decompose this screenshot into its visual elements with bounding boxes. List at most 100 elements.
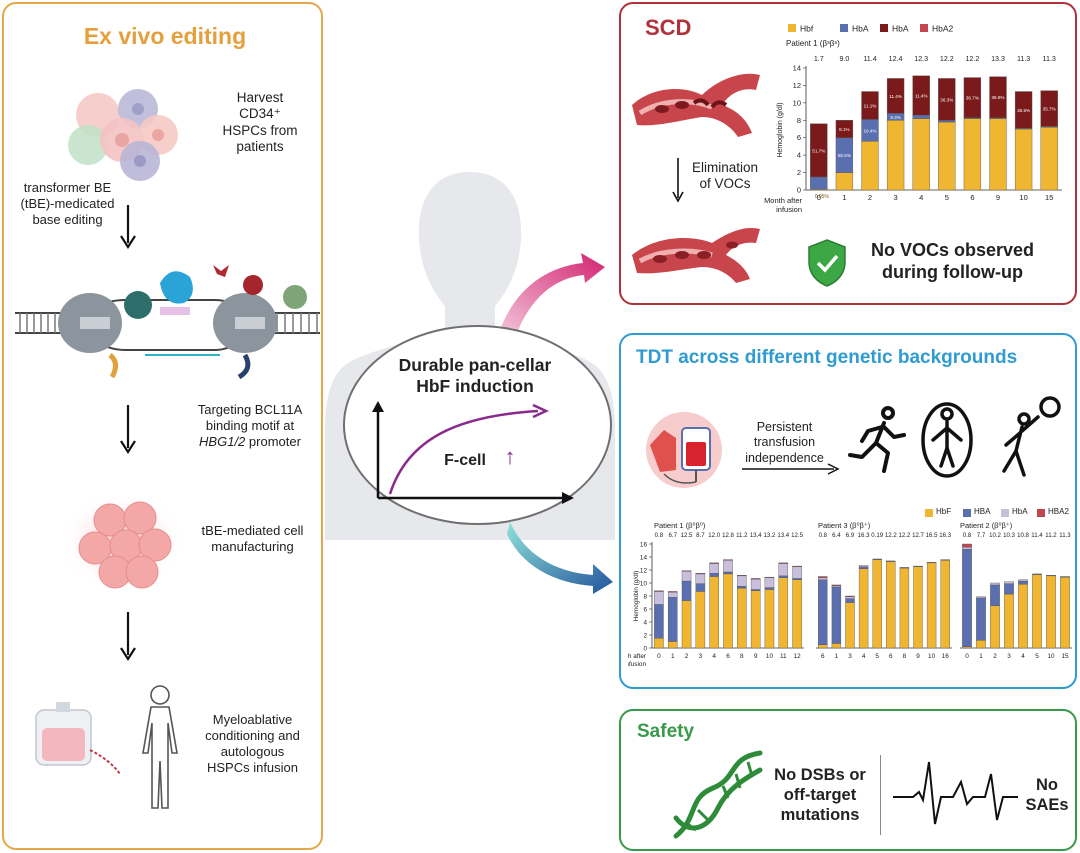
total-value-label: 16.5 <box>926 532 938 539</box>
stacked-bar-segment <box>938 120 956 123</box>
stacked-bar-segment <box>1060 576 1070 649</box>
y-tick-label: 6 <box>643 607 647 614</box>
total-value-label: 16.3 <box>858 532 870 539</box>
stacked-bar-segment <box>845 602 855 649</box>
stacked-bar-segment <box>792 579 802 649</box>
stacked-bar-segment <box>872 558 882 560</box>
stacked-bar-segment <box>845 596 855 599</box>
base-editor-dna-illustration <box>15 265 320 380</box>
chart-title: Patient 3 (β⁰β⁺) <box>818 521 871 530</box>
right-arrow-icon <box>742 463 840 475</box>
hspc-cells-illustration <box>68 89 178 181</box>
stacked-bar-segment <box>899 567 910 649</box>
segment-label: 11.4% <box>889 94 902 99</box>
stacked-bar-segment <box>695 573 706 584</box>
stacked-bar-segment <box>938 121 956 191</box>
step4-line: tBE-mediated cell <box>201 523 304 538</box>
total-value-label: 12.2 <box>965 55 979 63</box>
no-vocs-line: No VOCs observed <box>870 240 1035 260</box>
total-value-label: 6.4 <box>832 532 841 539</box>
legend-hba2-label: HBA2 <box>1048 507 1069 516</box>
stacked-bar-segment <box>764 577 775 588</box>
no-dsb-text: No DSBs or off-target mutations <box>770 765 870 825</box>
x-axis-label: Month after <box>628 653 647 660</box>
stacked-bar-segment <box>750 578 761 590</box>
total-value-label: 11.4 <box>863 55 876 63</box>
total-value-label: 12.0 <box>708 532 720 539</box>
x-tick-label: 3 <box>699 653 703 660</box>
stacked-bar-segment <box>962 547 972 550</box>
stacked-bar-segment <box>737 587 747 649</box>
y-tick-label: 14 <box>793 64 801 73</box>
running-person-icon <box>848 406 906 473</box>
stacked-bar-segment <box>872 559 882 649</box>
total-value-label: 11.2 <box>1045 532 1057 539</box>
stacked-bar-segment <box>976 596 986 599</box>
stacked-bar-segment <box>913 565 923 567</box>
stacked-bar-segment <box>723 560 733 573</box>
stacked-bar-segment <box>792 565 802 567</box>
stacked-bar-segment <box>1040 90 1058 127</box>
scd-title: SCD <box>645 15 692 40</box>
stacked-bar-segment <box>858 568 869 649</box>
stacked-bar-segment <box>818 576 828 578</box>
legend-swatch <box>920 24 928 32</box>
legend-hba-swatch <box>963 509 971 517</box>
y-tick-label: 8 <box>797 116 801 125</box>
legend-label: HbA2 <box>932 24 954 34</box>
total-value-label: 11.4 <box>1031 532 1043 539</box>
step5-line: Myeloablative <box>212 712 293 727</box>
total-value-label: 12.7 <box>912 532 924 539</box>
x-tick-label: 12 <box>794 653 802 660</box>
step4-line: manufacturing <box>211 538 294 554</box>
y-tick-label: 16 <box>640 542 648 549</box>
total-value-label: 12.2 <box>898 532 910 539</box>
safety-panel <box>619 709 1077 851</box>
stacked-bar-segment <box>667 591 678 598</box>
x-tick-label: 2 <box>993 653 997 660</box>
stacked-bar-segment <box>1032 574 1042 649</box>
bottom-value-label: 0.05% <box>815 194 830 200</box>
no-dsb-line: mutations <box>780 806 860 825</box>
x-tick-label: 0 <box>657 653 661 660</box>
step1-line: HSPCs from <box>222 122 298 138</box>
infusion-bag-icon <box>35 702 121 775</box>
x-tick-label: 4 <box>1021 653 1025 660</box>
step1-line: patients <box>236 139 284 155</box>
segment-label: 51.7% <box>812 148 825 153</box>
y-tick-label: 6 <box>797 133 801 142</box>
promoter-text: promoter <box>245 433 301 449</box>
x-tick-label: 2 <box>868 193 872 202</box>
arrow-to-scd <box>500 253 605 333</box>
no-vocs-text: No VOCs observed during follow-up <box>850 240 1055 284</box>
stacked-bar-segment <box>926 562 937 649</box>
stacked-bar-segment <box>792 566 802 579</box>
step3-line: binding motif at <box>205 417 295 433</box>
y-tick-label: 2 <box>797 168 801 177</box>
stacked-bar-segment <box>1018 584 1028 649</box>
stacked-bar-segment <box>810 123 828 178</box>
segment-label: 11.1% <box>864 103 877 108</box>
stacked-bar-segment <box>778 562 789 564</box>
y-tick-label: 10 <box>793 98 801 107</box>
stacked-bar-segment <box>709 563 719 574</box>
stacked-bar-segment <box>1060 576 1070 578</box>
elimination-line: Elimination <box>691 160 759 175</box>
stacked-bar-segment <box>750 590 761 649</box>
total-value-label: 8.7 <box>696 532 705 539</box>
total-value-label: 11.3 <box>1043 55 1056 63</box>
chart-title: Patient 2 (β⁰β⁺) <box>960 521 1013 530</box>
stacked-bar-segment <box>989 118 1007 191</box>
legend-hba2-swatch <box>1037 509 1045 517</box>
legend-hba-label: HBA <box>974 507 991 516</box>
stacked-bar-segment <box>962 543 972 548</box>
x-tick-label: 15 <box>1045 193 1053 202</box>
stacked-bar-segment <box>654 590 664 592</box>
stacked-bar-segment <box>886 560 896 562</box>
legend-label: HbA <box>852 24 869 34</box>
legend-swatch <box>880 24 888 32</box>
x-tick-label: 1 <box>671 653 675 660</box>
stacked-bar-segment <box>1032 573 1042 575</box>
total-value-label: 12.2 <box>885 532 897 539</box>
total-value-label: 11.2 <box>736 532 748 539</box>
